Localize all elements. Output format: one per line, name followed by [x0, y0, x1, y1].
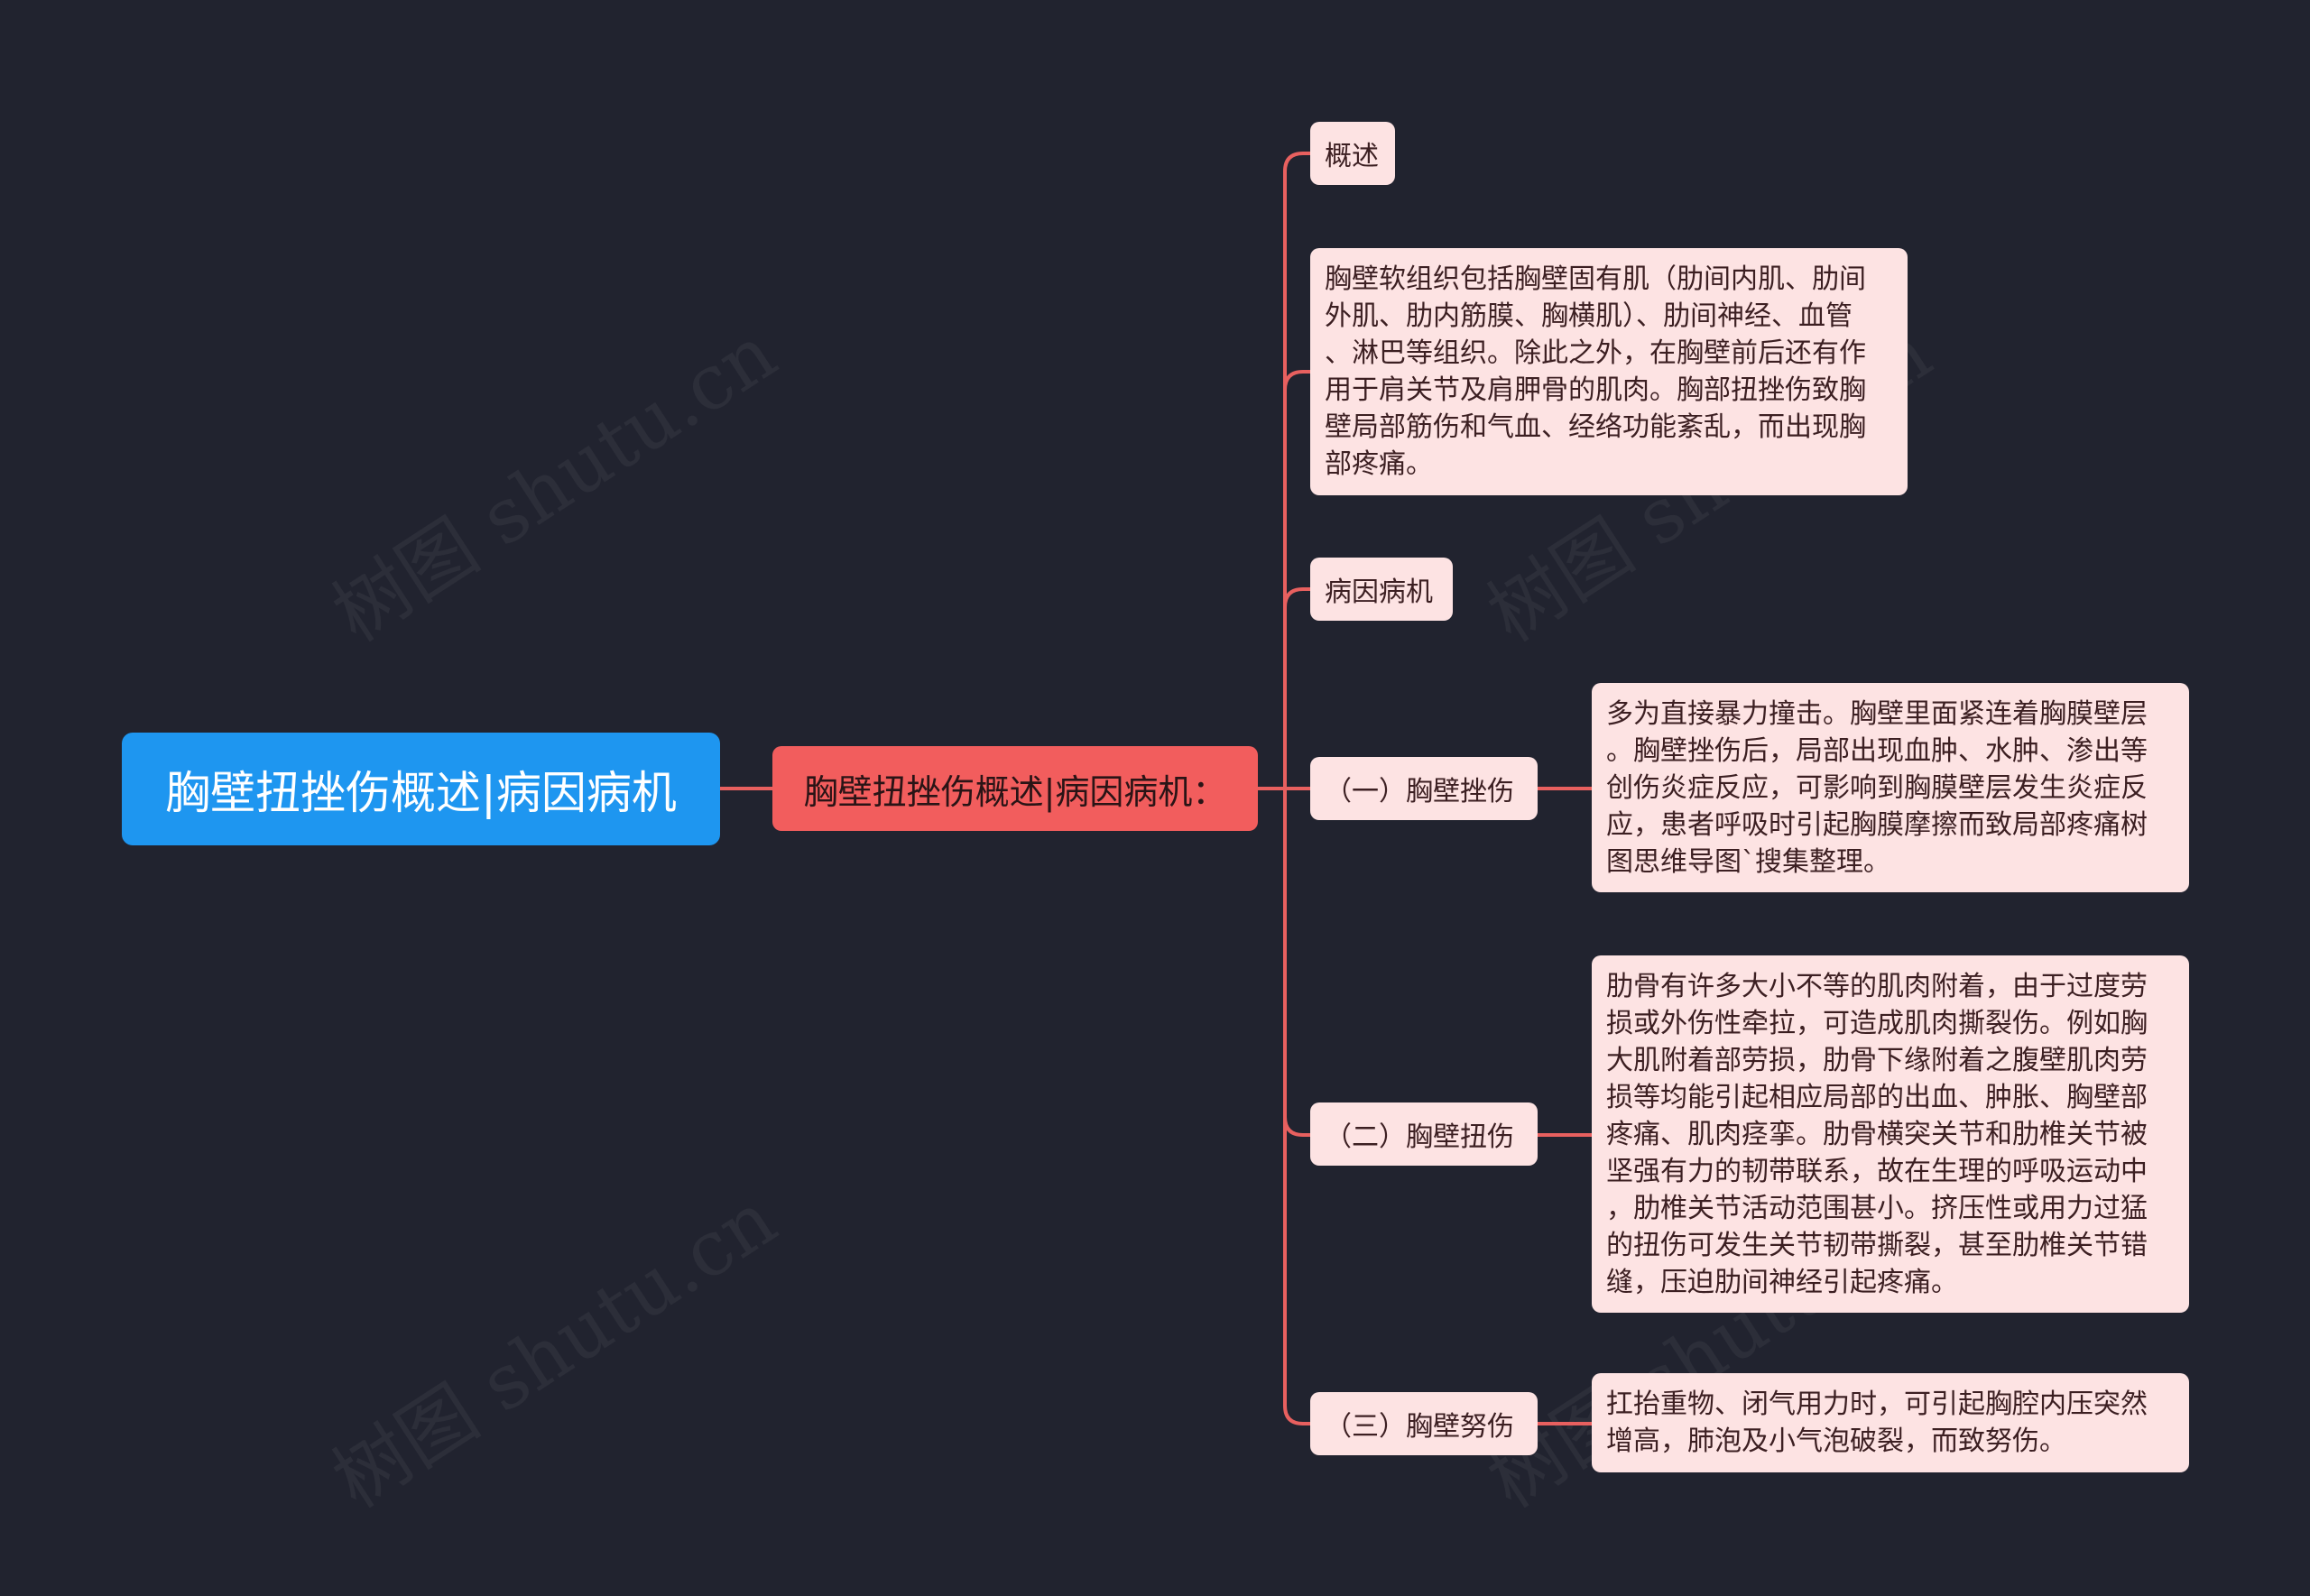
main-topic-node[interactable]: 胸壁扭挫伤概述|病因病机： — [772, 746, 1258, 831]
branch-sprain[interactable]: （二）胸壁扭伤 — [1310, 1102, 1538, 1166]
link-sprain — [1283, 1115, 1312, 1137]
link-etiology — [1283, 587, 1312, 609]
contusion-detail-node[interactable]: 多为直接暴力撞击。胸壁里面紧连着胸膜壁层 。胸壁挫伤后，局部出现血肿、水肿、渗出… — [1592, 683, 2189, 892]
overview-text-node[interactable]: 胸壁软组织包括胸壁固有肌（肋间内肌、肋间 外肌、肋内筋膜、胸横肌）、肋间神经、血… — [1310, 248, 1908, 495]
branch-contusion[interactable]: （一）胸壁挫伤 — [1310, 757, 1538, 820]
strain-detail-node[interactable]: 扛抬重物、闭气用力时，可引起胸腔内压突然 增高，肺泡及小气泡破裂，而致努伤。 — [1592, 1373, 2189, 1472]
branch-strain[interactable]: （三）胸壁努伤 — [1310, 1392, 1538, 1455]
link-overview-text — [1283, 370, 1312, 392]
root-node[interactable]: 胸壁扭挫伤概述|病因病机 — [122, 733, 720, 845]
link-trunk-vertical — [1283, 152, 1312, 1425]
branch-etiology[interactable]: 病因病机 — [1310, 558, 1453, 621]
sprain-detail-node[interactable]: 肋骨有许多大小不等的肌肉附着，由于过度劳 损或外伤性牵拉，可造成肌肉撕裂伤。例如… — [1592, 955, 2189, 1313]
branch-overview[interactable]: 概述 — [1310, 122, 1395, 185]
